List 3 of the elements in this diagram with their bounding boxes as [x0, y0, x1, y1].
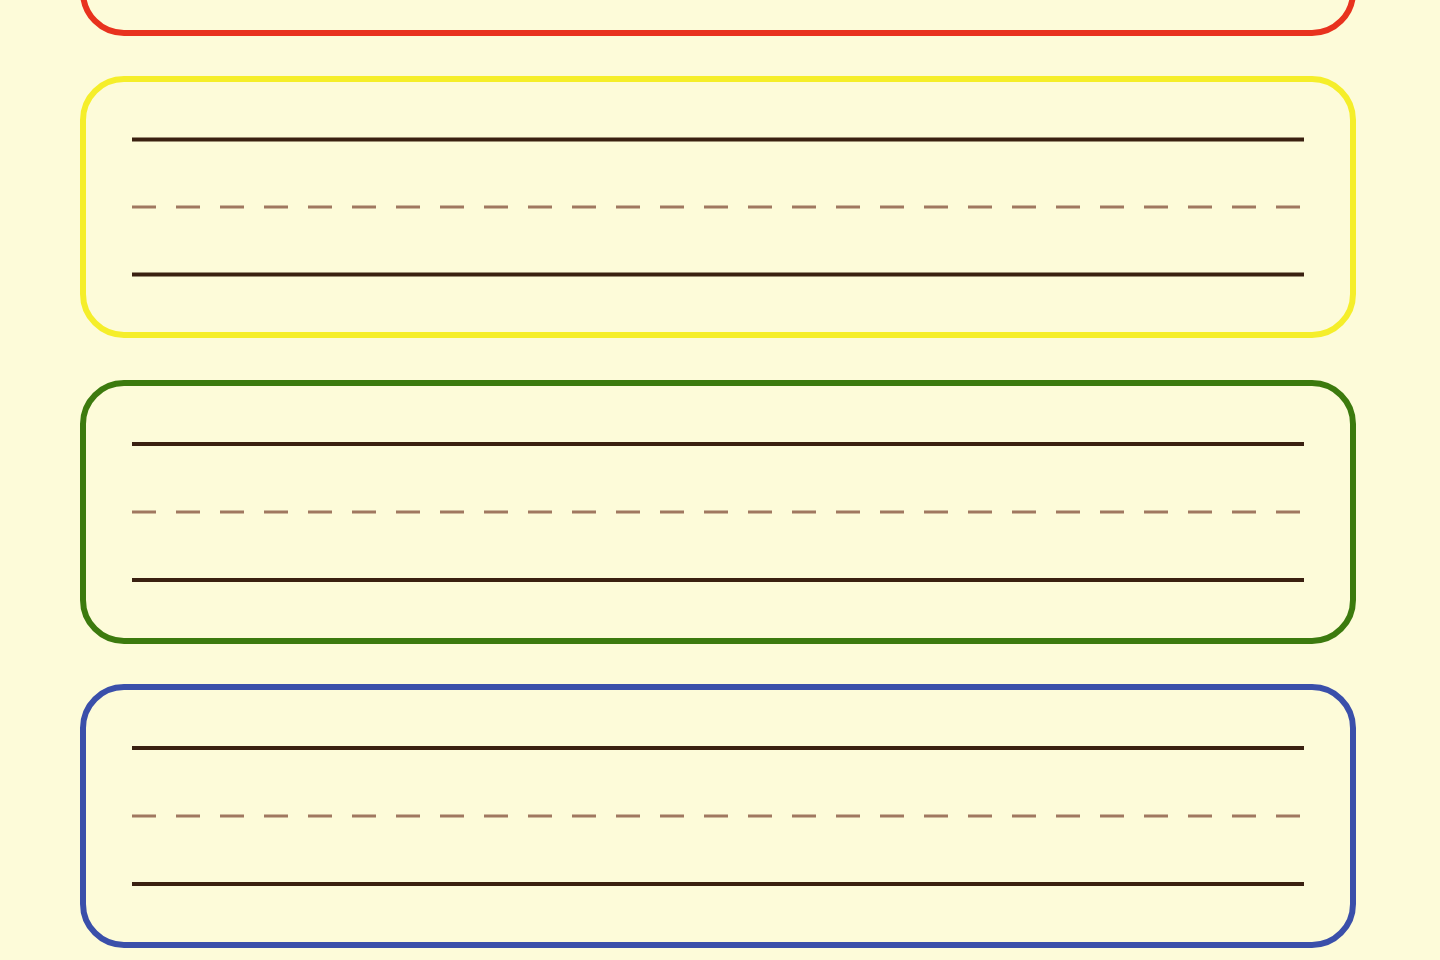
writing-practice-box — [80, 380, 1356, 644]
writing-practice-box — [80, 76, 1356, 338]
writing-practice-box — [80, 684, 1356, 948]
